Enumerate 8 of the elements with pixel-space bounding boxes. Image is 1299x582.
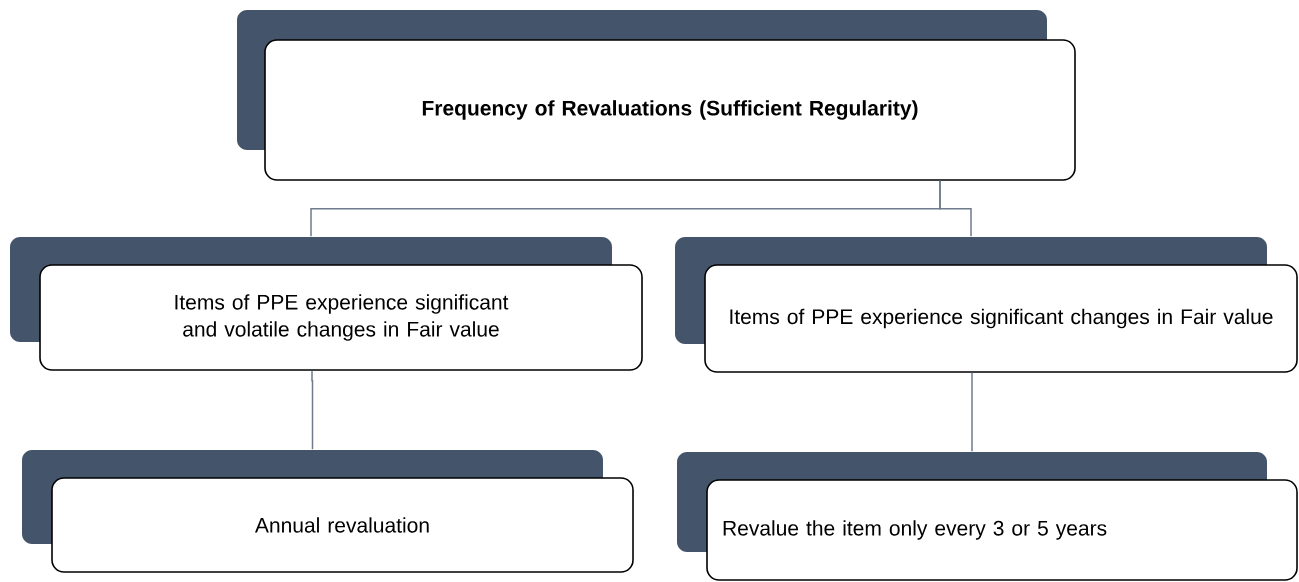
- connector-line: [939, 180, 972, 237]
- text-box: Revalue the item only every 3 or 5 years: [677, 452, 1298, 581]
- text-box: Items of PPE experience significant changes in Fair value: [675, 237, 1298, 373]
- connector-line: [971, 372, 973, 452]
- text-box: Annual revaluation: [22, 450, 634, 573]
- connector-line: [311, 370, 314, 450]
- text-box: Frequency of Revaluations (Sufficient Regularity): [237, 10, 1076, 181]
- text-box: Items of PPE experience significant and volatile changes in Fair value: [10, 237, 643, 371]
